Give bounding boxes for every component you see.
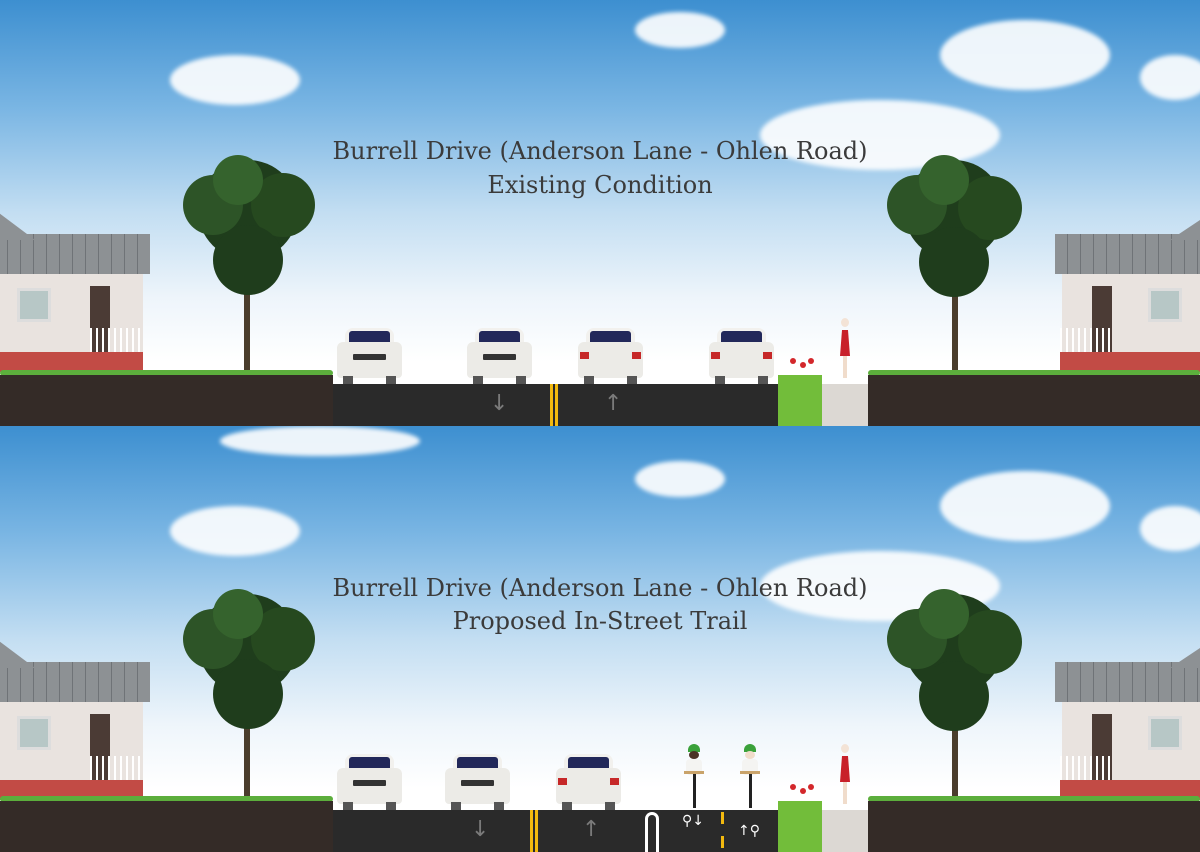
planter-strip	[778, 375, 822, 426]
centerline	[550, 384, 553, 426]
flower	[790, 358, 796, 364]
house-right	[1040, 638, 1200, 800]
sidewalk	[822, 384, 868, 426]
pedestrian	[838, 744, 852, 806]
planter-strip	[778, 801, 822, 852]
bike-lane-centerline	[721, 836, 724, 848]
house-left	[0, 638, 165, 800]
ground-right	[868, 375, 1200, 426]
centerline	[535, 810, 538, 852]
tree-left	[183, 589, 315, 809]
ground-left	[0, 375, 333, 426]
southbound-arrow: ↓	[471, 817, 490, 842]
trail-separator-curb	[645, 812, 659, 852]
cloud	[1140, 506, 1200, 551]
sidewalk	[822, 810, 868, 852]
grass-right	[868, 796, 1200, 802]
cyclist-southbound	[682, 744, 706, 808]
car-front	[467, 328, 532, 384]
ground-right	[868, 801, 1200, 852]
cloud	[635, 12, 725, 48]
cloud	[760, 100, 1000, 170]
southbound-arrow: ↓	[490, 391, 509, 416]
grass-left	[0, 796, 333, 802]
flower	[808, 784, 814, 790]
house-right	[1040, 210, 1200, 372]
cloud	[170, 506, 300, 556]
proposed-trail-panel: Burrell Drive (Anderson Lane - Ohlen Roa…	[0, 426, 1200, 852]
pedestrian	[838, 318, 852, 380]
grass-right	[868, 370, 1200, 376]
flower	[800, 362, 806, 368]
cloud	[170, 55, 300, 105]
roadway	[333, 810, 778, 852]
existing-condition-panel: Burrell Drive (Anderson Lane - Ohlen Roa…	[0, 0, 1200, 426]
flower	[808, 358, 814, 364]
southbound-bike-lane-symbol: ⚲↓	[682, 813, 704, 829]
car-front	[337, 328, 402, 384]
diagram-subtitle: Existing Condition	[487, 171, 713, 199]
cloud	[635, 461, 725, 497]
car-rear	[578, 328, 643, 384]
cloud	[1140, 55, 1200, 100]
tree-right	[887, 589, 1022, 809]
flower	[800, 788, 806, 794]
northbound-arrow: ↑	[604, 391, 623, 416]
cloud	[940, 471, 1110, 541]
cloud	[940, 20, 1110, 90]
diagram-subtitle: Proposed In-Street Trail	[452, 607, 748, 635]
cyclist-northbound	[738, 744, 762, 808]
cloud	[220, 426, 420, 456]
centerline	[555, 384, 558, 426]
northbound-bike-lane-symbol: ↑⚲	[738, 823, 760, 839]
grass-left	[0, 370, 333, 376]
tree-left	[183, 155, 315, 375]
house-left	[0, 210, 165, 372]
car-rear	[709, 328, 774, 384]
car-rear	[556, 754, 621, 810]
car-front	[337, 754, 402, 810]
northbound-arrow: ↑	[582, 817, 601, 842]
flower	[790, 784, 796, 790]
bike-lane-centerline	[721, 812, 724, 824]
centerline	[530, 810, 533, 852]
diagram-title: Burrell Drive (Anderson Lane - Ohlen Roa…	[332, 574, 868, 602]
car-front	[445, 754, 510, 810]
tree-right	[887, 155, 1022, 375]
ground-left	[0, 801, 333, 852]
diagram-title: Burrell Drive (Anderson Lane - Ohlen Roa…	[332, 137, 868, 165]
